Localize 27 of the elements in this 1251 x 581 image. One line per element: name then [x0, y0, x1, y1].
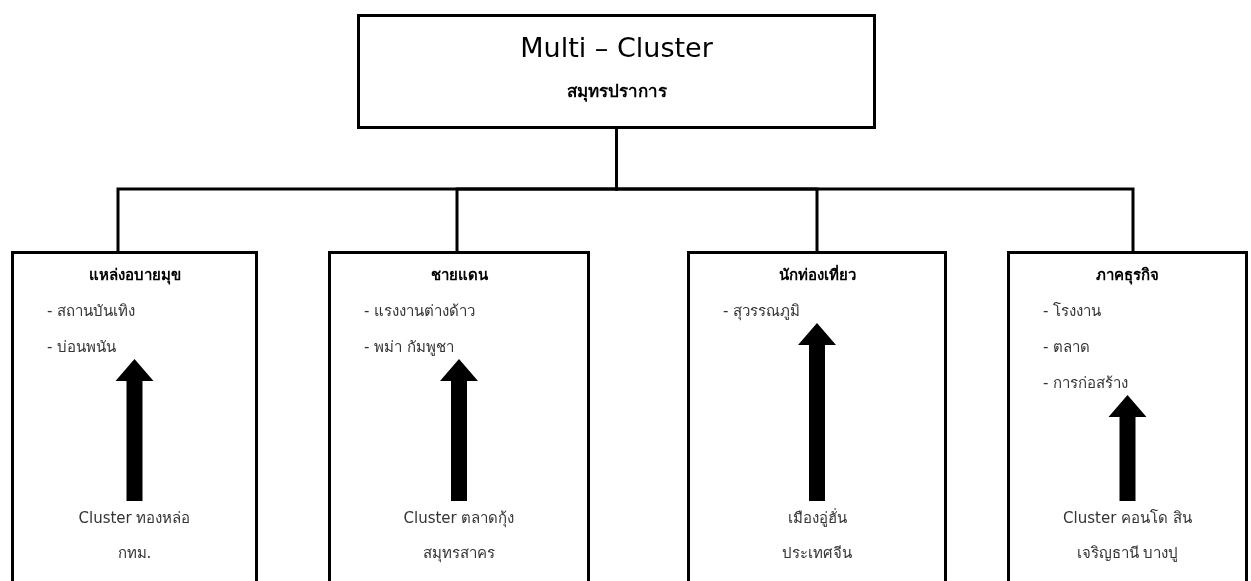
block-arrow — [798, 323, 836, 501]
list-item: - พม่า กัมพูชา — [364, 337, 454, 358]
category-heading: ชายแดน — [430, 265, 488, 286]
category-box — [1007, 251, 1248, 581]
list-item: - บ่อนพนัน — [47, 337, 117, 358]
list-item: - แรงงานต่างด้าว — [364, 301, 476, 322]
category-box — [328, 251, 590, 581]
list-item: - ตลาด — [1043, 337, 1091, 358]
list-item: - การก่อสร้าง — [1043, 373, 1129, 394]
cluster-text: Cluster ตลาดกุ้ง สมุทรสาคร — [402, 508, 516, 565]
root-title: Multi – Cluster — [520, 31, 713, 65]
cluster-text: Cluster ทองหล่อ กทม. — [77, 508, 192, 564]
list-item: - สุวรรณภูมิ — [723, 301, 801, 323]
category-box — [11, 251, 258, 581]
category-heading: ภาคธุรกิจ — [1096, 265, 1159, 287]
list-item: - สถานบันเทิง — [47, 301, 136, 322]
list-item: - โรงงาน — [1043, 301, 1102, 322]
root-box — [357, 14, 876, 129]
category-box — [687, 251, 947, 581]
cluster-text: เมืองอู่ฮั่น ประเทศจีน — [781, 507, 853, 564]
category-heading: แหล่งอบายมุข — [88, 265, 181, 287]
root-subtitle: สมุทรปราการ — [566, 80, 667, 104]
block-arrow — [115, 359, 154, 501]
category-heading: นักท่องเที่ยว — [778, 263, 856, 286]
block-arrow — [440, 359, 478, 501]
block-arrow — [1108, 395, 1147, 501]
cluster-text: Cluster คอนโด สินเจริญธานี บางปู — [1062, 508, 1193, 564]
